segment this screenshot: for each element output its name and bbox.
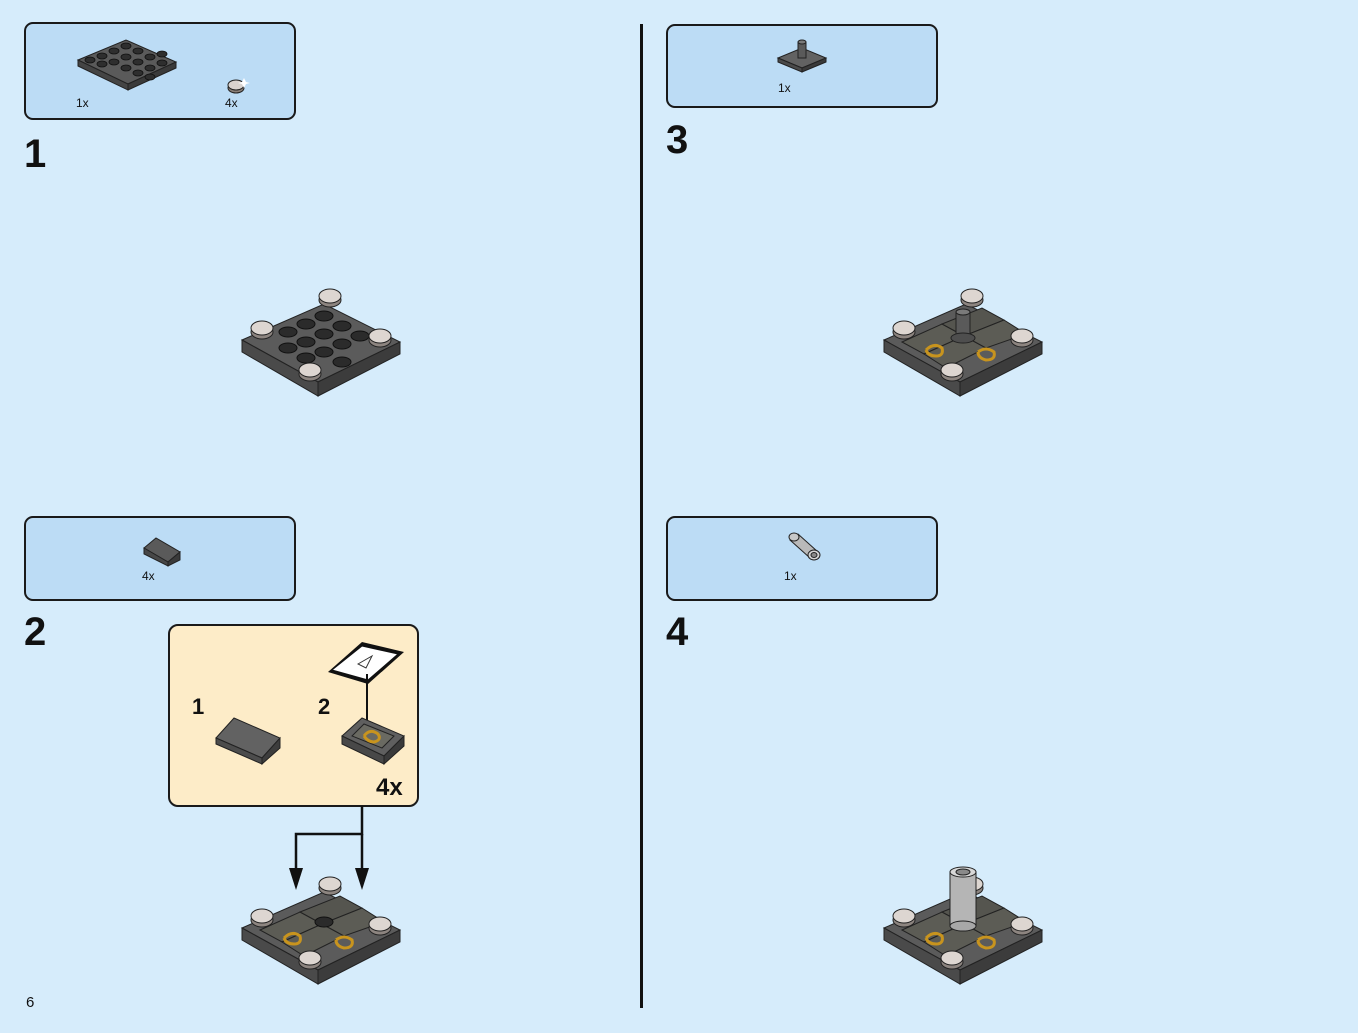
decorated-slope-icon [341, 717, 405, 766]
step-3-parts-box: 1x [666, 24, 938, 108]
step-1-part-1-qty: 1x [76, 96, 89, 110]
step-2-parts-box: 4x [24, 516, 296, 601]
step-3-assembly [882, 288, 1044, 397]
step-2-assembly [240, 876, 402, 985]
step-1-number: 1 [24, 132, 47, 176]
pipe-icon [788, 532, 821, 561]
sub-step-1-number: 1 [192, 694, 205, 719]
sticker-sheet-icon [328, 642, 404, 684]
step-1-part-2-qty: 4x [225, 96, 238, 110]
step-3-part-1-qty: 1x [778, 81, 791, 95]
step-4-assembly [882, 866, 1044, 985]
round-tile-icon [227, 78, 250, 94]
sticker-pointer-line [366, 674, 368, 722]
antenna-plate-icon [776, 39, 828, 73]
plate-4x4-icon [76, 39, 178, 91]
step-4-parts-box: 1x [666, 516, 938, 601]
step-1-assembly [240, 288, 402, 397]
step-3-number: 3 [666, 118, 689, 162]
step-2-part-1-qty: 4x [142, 569, 155, 583]
slope-brick-icon [143, 537, 181, 567]
slope-brick-icon [215, 717, 281, 766]
page-number: 6 [26, 994, 35, 1011]
sub-assembly-callout: 1 2 4x [168, 624, 419, 807]
sub-step-2-number: 2 [318, 694, 331, 719]
page-divider [640, 24, 643, 1008]
step-1-parts-box: 1x 4x [24, 22, 296, 120]
callout-multiplier: 4x [376, 774, 403, 801]
placement-arrows [289, 806, 369, 890]
step-4-number: 4 [666, 610, 689, 654]
step-2-number: 2 [24, 610, 47, 654]
step-4-part-1-qty: 1x [784, 569, 797, 583]
